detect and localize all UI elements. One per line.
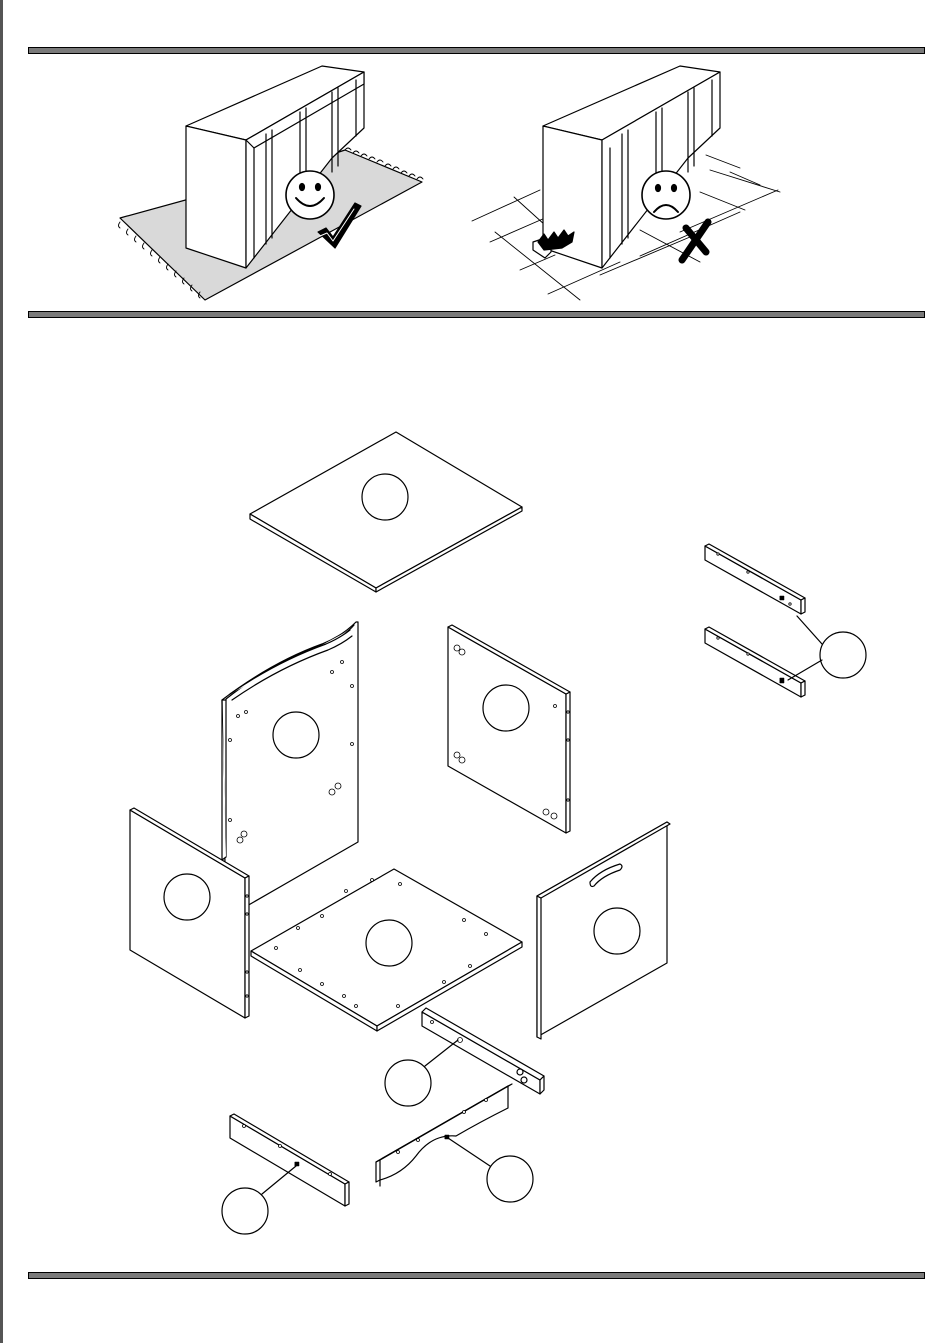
sad-face-icon — [642, 171, 690, 219]
part-label-circle — [273, 712, 319, 758]
exploded-assembly-view — [130, 432, 866, 1234]
part-label-circle — [362, 474, 408, 520]
part-label-circle — [222, 1188, 268, 1234]
cross-mark-icon — [682, 222, 708, 260]
part-front-door-panel — [537, 822, 670, 1039]
part-label-circle — [366, 920, 412, 966]
part-bottom-panel — [251, 869, 522, 1031]
rail-upper-label — [788, 616, 866, 680]
part-label-circle — [483, 685, 529, 731]
part-right-side-panel — [448, 625, 570, 833]
part-rail-upper-1 — [705, 544, 805, 614]
bad-example-illustration — [472, 66, 780, 300]
part-rail-lower-right — [385, 1008, 544, 1106]
part-label-circle — [487, 1156, 533, 1202]
part-label-circle — [164, 874, 210, 920]
part-label-circle — [385, 1060, 431, 1106]
smiley-face-icon — [286, 171, 334, 219]
part-rail-upper-2 — [705, 627, 805, 697]
part-rail-lower-left — [222, 1114, 349, 1234]
part-label-circle — [820, 632, 866, 678]
part-label-circle — [594, 908, 640, 954]
part-top-panel — [250, 432, 522, 592]
good-example-illustration — [119, 66, 424, 300]
